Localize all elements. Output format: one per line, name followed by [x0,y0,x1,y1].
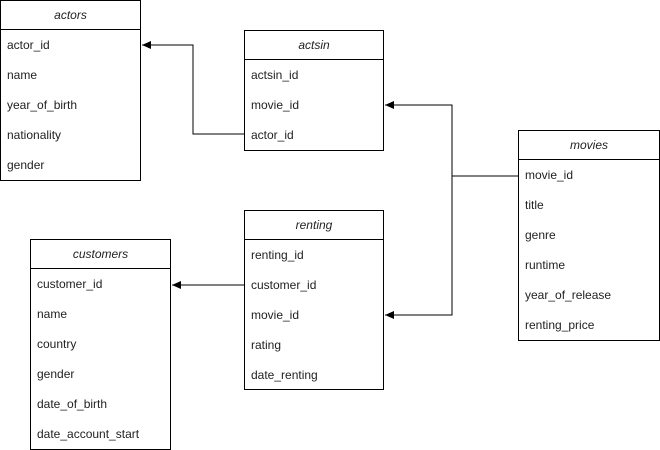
customers-field-country: country [37,337,77,351]
customers-table[interactable]: customers customer_id name country gende… [30,239,171,450]
customers-table-title: customers [31,240,170,269]
connector-movies-to-renting [385,176,453,319]
movies-field-runtime: runtime [525,258,566,272]
actors-field-year-of-birth: year_of_birth [7,98,78,112]
renting-field-date-renting: date_renting [251,368,318,382]
movies-field-title: title [525,198,544,212]
actors-field-nationality: nationality [7,128,62,142]
movies-field-renting-price: renting_price [525,318,595,332]
renting-field-rating: rating [251,338,282,352]
customers-field-customer-id: customer_id [37,277,103,291]
actsin-table[interactable]: actsin actsin_id movie_id actor_id [244,30,384,151]
customers-field-date-of-birth: date_of_birth [37,397,108,411]
movies-field-movie-id: movie_id [525,168,574,182]
connector-actsin-to-actors [142,41,245,135]
renting-table[interactable]: renting renting_id customer_id movie_id … [244,210,384,390]
movies-field-genre: genre [525,228,556,242]
renting-field-customer-id: customer_id [251,278,317,292]
actors-field-name: name [7,68,38,82]
actors-table[interactable]: actors actor_id name year_of_birth natio… [0,0,141,181]
movies-table-title: movies [519,131,659,160]
renting-field-movie-id: movie_id [251,308,300,322]
actors-field-actor-id: actor_id [7,38,50,52]
customers-field-name: name [37,307,68,321]
actsin-field-actor-id: actor_id [251,128,294,142]
customers-field-gender: gender [37,367,75,381]
renting-table-title: renting [245,211,383,240]
movies-table[interactable]: movies movie_id title genre runtime year… [518,130,660,341]
renting-field-renting-id: renting_id [251,248,304,262]
actors-field-gender: gender [7,158,45,172]
actsin-field-actsin-id: actsin_id [251,68,299,82]
customers-field-date-account-start: date_account_start [37,427,140,441]
actors-table-title: actors [1,1,140,30]
actsin-table-title: actsin [245,31,383,60]
actsin-field-movie-id: movie_id [251,98,300,112]
movies-field-year-of-release: year_of_release [525,288,612,302]
connector-movies-to-actsin [385,101,519,177]
